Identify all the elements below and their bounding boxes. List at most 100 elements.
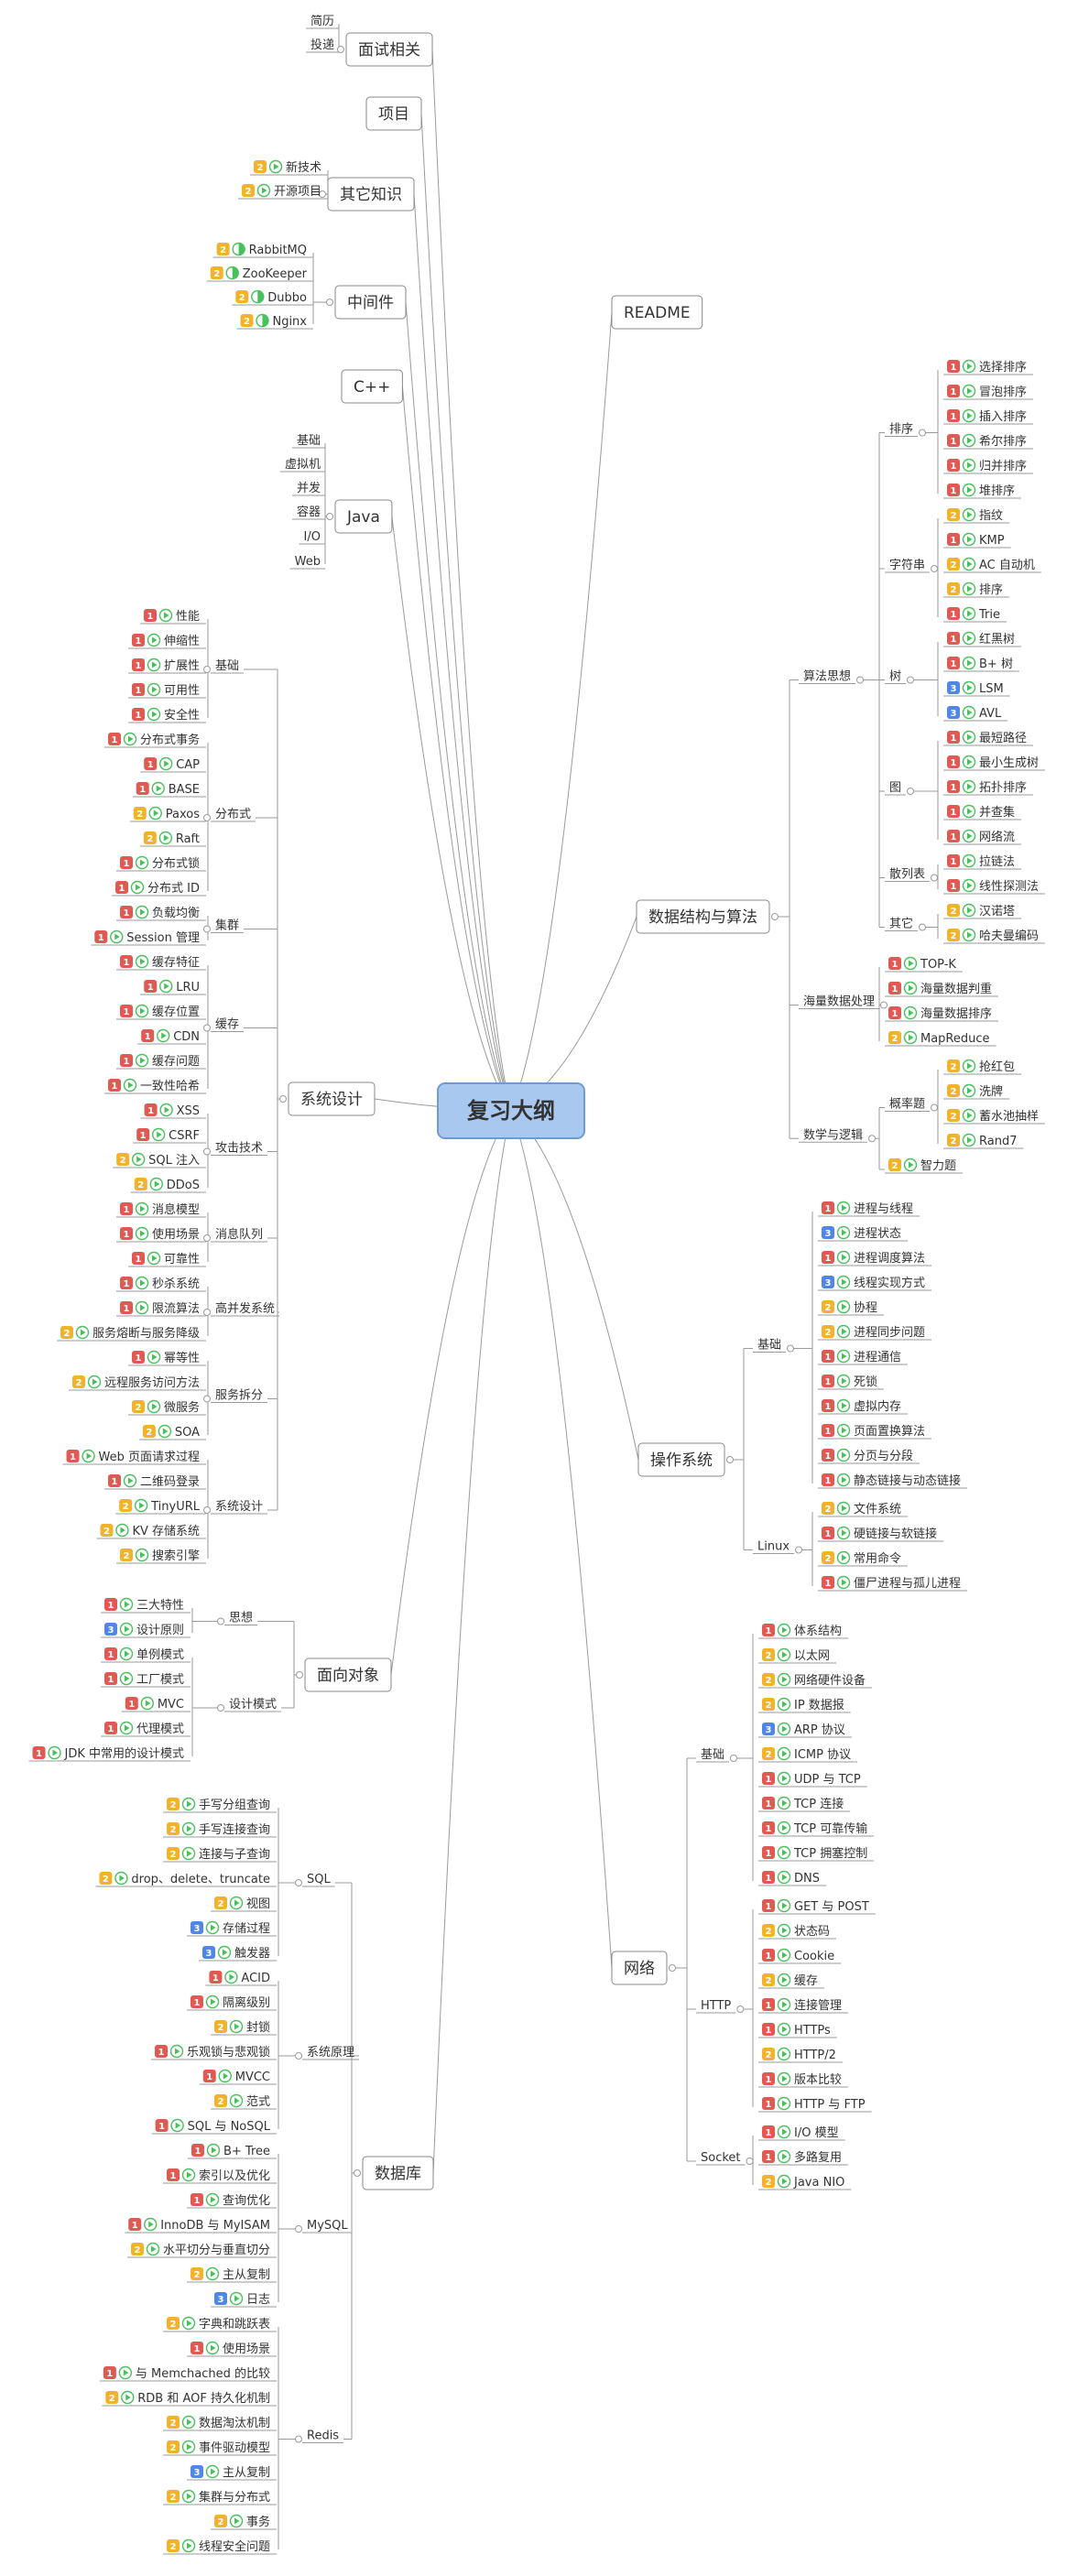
collapse-toggle[interactable] [295,2052,302,2060]
child-label[interactable]: 投递 [305,38,339,53]
collapse-toggle[interactable] [203,1234,211,1242]
group-sysdesign[interactable]: 消息队列 [211,1227,268,1243]
child-label[interactable]: 虚拟机 [279,458,325,473]
topic-sysdesign[interactable]: 系统设计 [288,1081,376,1116]
group-oo[interactable]: 设计模式 [224,1698,282,1712]
group-oo[interactable]: 思想 [224,1611,258,1625]
section-label[interactable]: 海量数据处理 [799,995,880,1009]
collapse-toggle[interactable] [203,666,211,673]
collapse-toggle[interactable] [295,1879,302,1886]
section-label[interactable]: 基础 [753,1339,786,1353]
group-sysdesign[interactable]: 基础 [211,659,245,674]
collapse-toggle[interactable] [203,1147,211,1156]
collapse-toggle[interactable] [203,1024,211,1032]
group-sysdesign[interactable]: 系统设计 [211,1500,268,1515]
topic-middleware[interactable]: 中间件 [334,285,407,320]
collapse-toggle[interactable] [868,1135,877,1143]
group-sysdesign[interactable]: 集群 [211,918,245,933]
group-label[interactable]: 散列表 [885,868,931,882]
child-label[interactable]: Web [289,555,325,570]
group-label[interactable]: 概率题 [885,1097,931,1112]
section-label[interactable]: Linux [753,1540,795,1554]
collapse-toggle[interactable] [295,2435,302,2443]
child-label[interactable]: 并发 [291,481,325,496]
topic-interview[interactable]: 面试相关 [345,32,433,67]
collapse-toggle[interactable] [203,814,211,821]
child-label[interactable]: 容器 [291,505,325,520]
topic-db[interactable]: 数据库 [362,2156,434,2190]
collapse-toggle[interactable] [217,1704,224,1712]
collapse-toggle[interactable] [296,1671,303,1679]
section-label[interactable]: 算法思想 [799,669,856,684]
child-label[interactable]: I/O [299,530,325,545]
group-db[interactable]: SQL [302,1873,335,1887]
collapse-toggle[interactable] [295,2225,302,2233]
topic-cpp[interactable]: C++ [341,369,403,404]
topic-readme[interactable]: README [611,295,703,330]
collapse-toggle[interactable] [203,925,211,933]
